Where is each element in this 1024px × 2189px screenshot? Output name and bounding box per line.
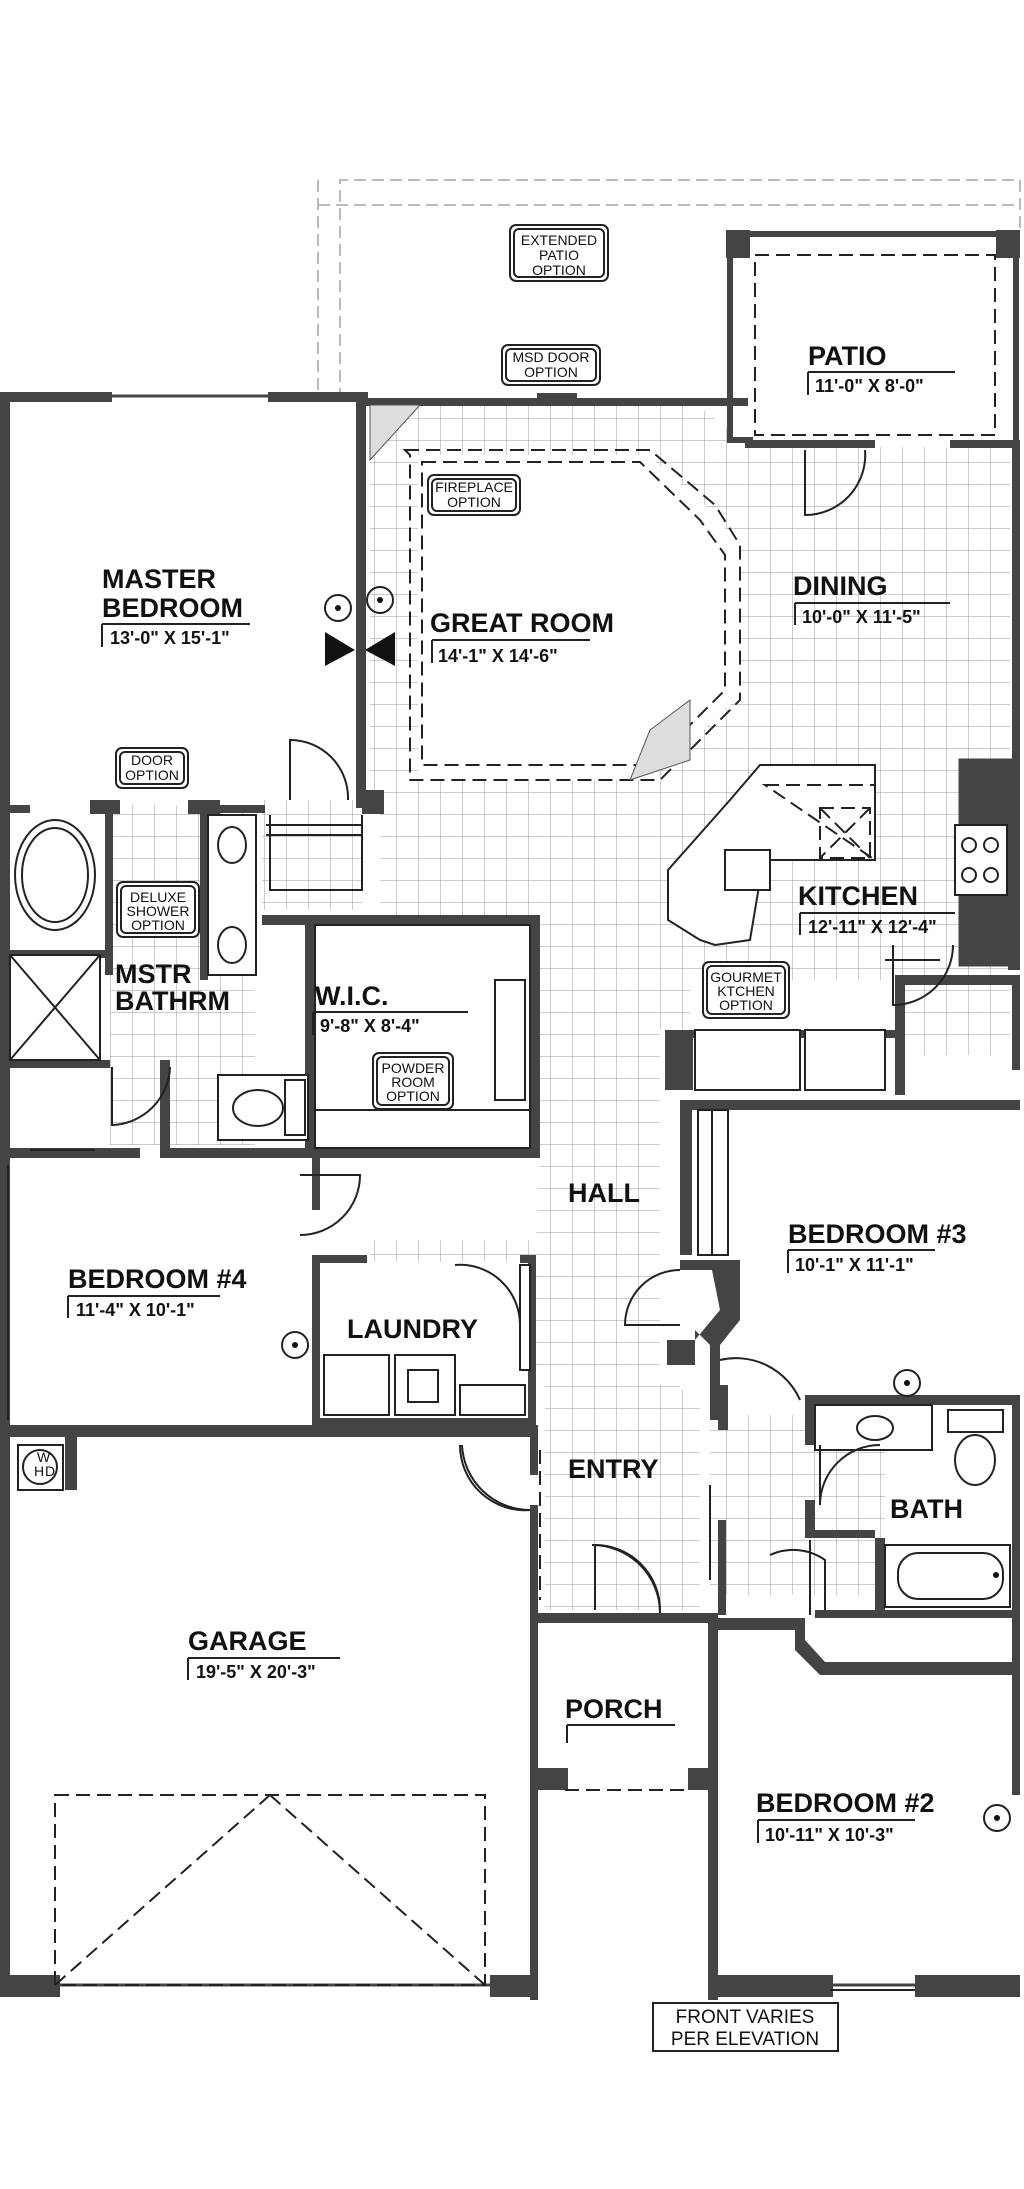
powder-room-option-tag: POWDER ROOM OPTION (372, 1052, 454, 1110)
powder-room-text-2: ROOM (391, 1074, 435, 1090)
bedroom4-fixtures (7, 1165, 362, 1420)
bedroom4-dim: 11'-4" X 10'-1" (76, 1300, 195, 1320)
master-bedroom-name-1: MASTER (102, 564, 216, 594)
gourmet-kitchen-text-1: GOURMET (710, 969, 782, 985)
bedroom4-name: BEDROOM #4 (68, 1264, 247, 1294)
bedroom3-name: BEDROOM #3 (788, 1219, 967, 1249)
bedroom2-fixtures (830, 1804, 1011, 1991)
extended-patio-text-3: OPTION (532, 262, 586, 278)
great-room-dim: 14'-1" X 14'-6" (438, 646, 558, 666)
dining-name: DINING (793, 571, 888, 601)
fireplace-option-tag: FIREPLACE OPTION (427, 474, 521, 516)
msd-door-text-2: OPTION (524, 364, 578, 380)
fireplace-text-2: OPTION (447, 494, 501, 510)
front-note: FRONT VARIES PER ELEVATION (652, 2002, 839, 2052)
porch-name: PORCH (565, 1694, 663, 1724)
entry-name: ENTRY (568, 1454, 659, 1484)
gourmet-kitchen-option-tag: GOURMET KTCHEN OPTION (702, 961, 790, 1019)
mstr-bathrm-name-1: MSTR (115, 959, 192, 989)
hall-doors (458, 1269, 801, 1611)
bath-fixtures (769, 1404, 1011, 1615)
laundry-name: LAUNDRY (347, 1314, 478, 1344)
fireplace-text-1: FIREPLACE (435, 479, 513, 495)
extended-patio-option-tag: EXTENDED PATIO OPTION (509, 224, 609, 282)
deluxe-shower-text-2: SHOWER (127, 903, 190, 919)
bedroom3-fixtures (697, 1109, 921, 1397)
wic-dim: 9'-8" X 8'-4" (320, 1016, 420, 1036)
front-note-line-1: FRONT VARIES (676, 2007, 815, 2028)
extended-patio-text-2: PATIO (539, 247, 579, 263)
option-tags: EXTENDED PATIO OPTION MSD DOOR OPTION FI… (115, 224, 790, 1110)
kitchen-name: KITCHEN (798, 881, 918, 911)
bedroom3-dim: 10'-1" X 11'-1" (795, 1255, 914, 1275)
laundry-fixtures (323, 1263, 531, 1416)
garage-fixtures (17, 1444, 531, 1986)
bath-name: BATH (890, 1494, 963, 1524)
great-room-details (266, 404, 867, 891)
extended-patio-outline (317, 179, 1021, 400)
deluxe-shower-option-tag: DELUXE SHOWER OPTION (116, 881, 200, 938)
great-room-name: GREAT ROOM (430, 608, 614, 638)
front-note-line-2: PER ELEVATION (671, 2029, 819, 2050)
kitchen-dim: 12'-11" X 12'-4" (808, 917, 937, 937)
msd-door-option-tag: MSD DOOR OPTION (501, 344, 601, 386)
gourmet-kitchen-text-2: KTCHEN (717, 983, 775, 999)
room-labels: PATIO 11'-0" X 8'-0" MASTER BEDROOM 13'-… (67, 341, 967, 1845)
master-bath-fixtures (9, 814, 309, 1151)
bedroom2-name: BEDROOM #2 (756, 1788, 935, 1818)
msd-door-text-1: MSD DOOR (513, 349, 590, 365)
patio-dim: 11'-0" X 8'-0" (815, 376, 924, 396)
porch-fixtures (565, 1544, 690, 1791)
wd-letter-h: H (34, 1463, 44, 1479)
powder-room-text-1: POWDER (382, 1060, 445, 1076)
garage-dim: 19'-5" X 20'-3" (196, 1662, 316, 1682)
kitchen-fixtures (667, 764, 1008, 1091)
master-bedroom-name-2: BEDROOM (102, 593, 243, 623)
gourmet-kitchen-text-3: OPTION (719, 997, 773, 1013)
wd-letter-w: W (37, 1449, 51, 1465)
master-bedroom-dim: 13'-0" X 15'-1" (110, 628, 230, 648)
door-text-2: OPTION (125, 767, 179, 783)
hall-name: HALL (568, 1178, 640, 1208)
patio-name: PATIO (808, 341, 887, 371)
patio (726, 230, 1020, 448)
wic-fixtures (314, 924, 531, 1149)
garage-name: GARAGE (188, 1626, 307, 1656)
deluxe-shower-text-1: DELUXE (130, 889, 186, 905)
washer-dryer-symbol: W D H (34, 1449, 55, 1479)
wd-letter-d: D (45, 1463, 55, 1479)
wic-name: W.I.C. (315, 981, 389, 1011)
bedroom2-dim: 10'-11" X 10'-3" (765, 1825, 894, 1845)
mstr-bathrm-name-2: BATHRM (115, 986, 230, 1016)
door-text-1: DOOR (131, 752, 173, 768)
powder-room-text-3: OPTION (386, 1088, 440, 1104)
dining-dim: 10'-0" X 11'-5" (802, 607, 921, 627)
deluxe-shower-text-3: OPTION (131, 917, 185, 933)
extended-patio-text-1: EXTENDED (521, 232, 597, 248)
door-option-tag: DOOR OPTION (115, 747, 189, 789)
